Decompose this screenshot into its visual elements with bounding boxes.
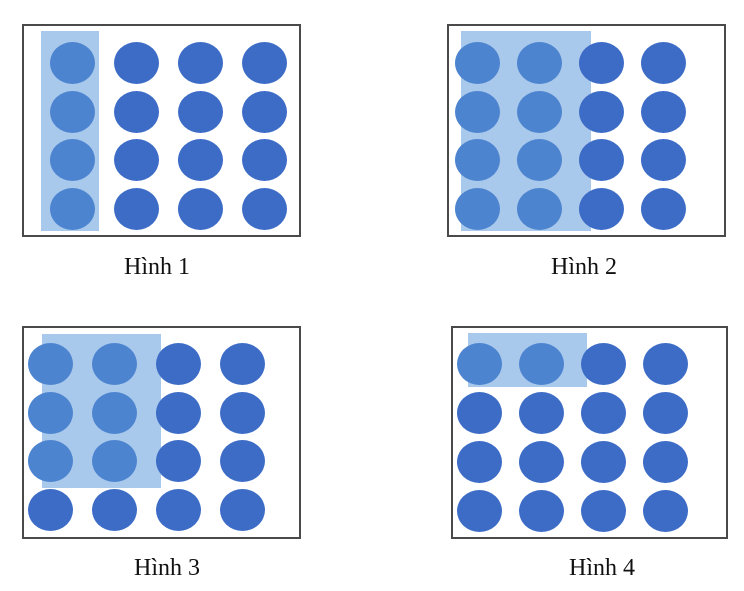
figure-2-caption: Hình 2 xyxy=(551,254,617,280)
dot xyxy=(177,139,223,181)
figure-1-panel xyxy=(22,24,301,237)
dot xyxy=(456,343,502,385)
dot xyxy=(580,441,626,483)
dot xyxy=(642,392,688,434)
dot xyxy=(241,139,287,181)
dot xyxy=(241,187,287,230)
dot xyxy=(580,343,626,385)
dot xyxy=(219,343,265,385)
dot xyxy=(219,440,265,482)
dot xyxy=(578,90,624,133)
dot xyxy=(155,343,201,385)
dot xyxy=(456,441,502,483)
figure-2-panel xyxy=(447,24,726,237)
dot xyxy=(642,490,688,532)
dot xyxy=(241,42,287,84)
dot xyxy=(642,343,688,385)
dot xyxy=(640,90,686,133)
dot xyxy=(578,139,624,181)
dot xyxy=(49,42,95,84)
dot xyxy=(516,187,562,230)
dot xyxy=(456,392,502,434)
dot xyxy=(49,187,95,230)
dot xyxy=(456,490,502,532)
dot xyxy=(91,488,137,531)
dot xyxy=(580,490,626,532)
dot xyxy=(516,42,562,84)
dot xyxy=(516,139,562,181)
dot xyxy=(91,391,137,434)
dot xyxy=(177,187,223,230)
dot xyxy=(27,488,73,531)
dot xyxy=(27,343,73,385)
dot xyxy=(578,42,624,84)
dot xyxy=(518,392,564,434)
dot xyxy=(177,42,223,84)
dot xyxy=(113,42,159,84)
dot xyxy=(640,187,686,230)
dot xyxy=(27,391,73,434)
dot xyxy=(518,343,564,385)
dot xyxy=(49,90,95,133)
dot xyxy=(219,488,265,531)
dot xyxy=(91,440,137,482)
dot xyxy=(241,90,287,133)
dot xyxy=(113,90,159,133)
dot xyxy=(155,488,201,531)
figure-4-panel xyxy=(451,326,728,539)
dot xyxy=(454,187,500,230)
dot xyxy=(113,187,159,230)
dot xyxy=(640,42,686,84)
dot xyxy=(642,441,688,483)
figure-3-panel xyxy=(22,326,301,539)
dot xyxy=(454,139,500,181)
dot xyxy=(580,392,626,434)
dot xyxy=(177,90,223,133)
dot xyxy=(454,90,500,133)
dot xyxy=(49,139,95,181)
dot xyxy=(578,187,624,230)
dot xyxy=(113,139,159,181)
dot xyxy=(219,391,265,434)
dot xyxy=(155,440,201,482)
figure-1-caption: Hình 1 xyxy=(124,254,190,280)
dot xyxy=(155,391,201,434)
dot xyxy=(27,440,73,482)
dot xyxy=(518,490,564,532)
dot xyxy=(640,139,686,181)
dot xyxy=(454,42,500,84)
dot xyxy=(91,343,137,385)
figure-4-caption: Hình 4 xyxy=(569,555,635,581)
dot xyxy=(518,441,564,483)
figure-3-caption: Hình 3 xyxy=(134,555,200,581)
dot xyxy=(516,90,562,133)
